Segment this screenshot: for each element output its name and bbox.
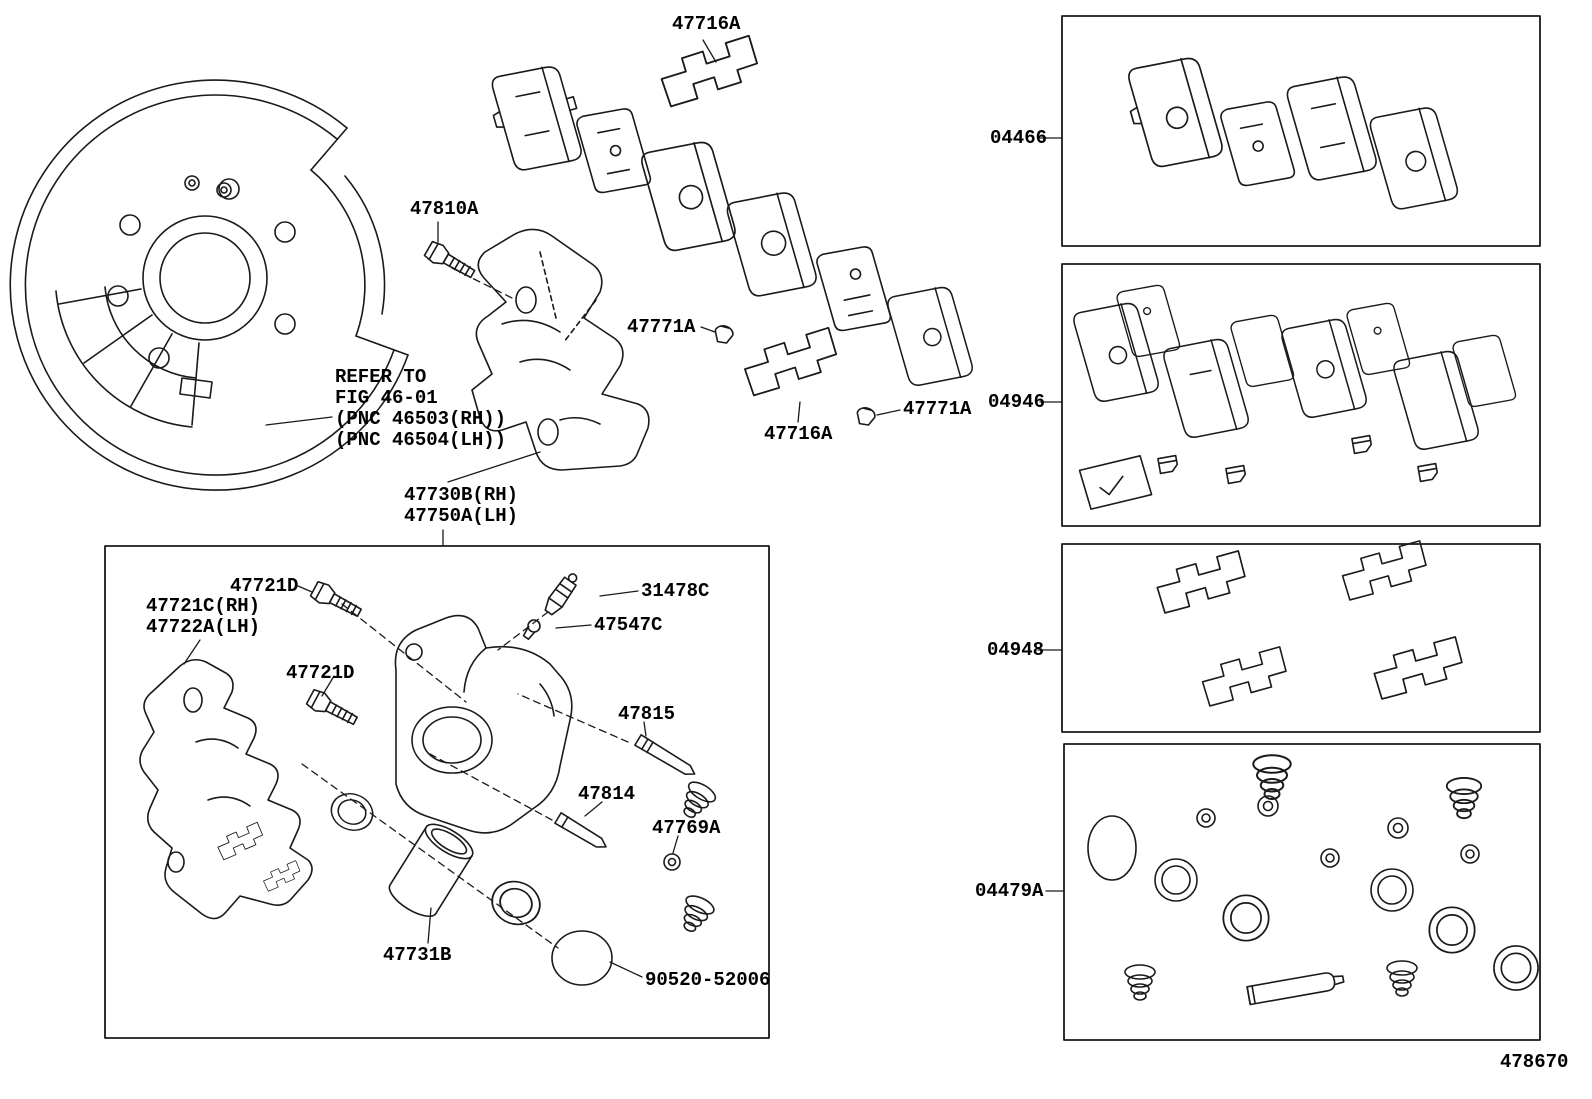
label-kit-pads: 04466 (990, 127, 1048, 149)
refer-note-line4: (PNC 46504(LH)) (335, 429, 507, 451)
label-anti-rattle-clip-left: 47771A (627, 316, 696, 338)
label-kit-cylinder-kit: 04479A (975, 880, 1044, 902)
label-slide-pin-lower: 47814 (578, 783, 636, 805)
refer-note-line3: (PNC 46503(RH)) (335, 408, 507, 430)
kit-box-04946 (1061, 263, 1541, 527)
label-kit-fitting-kit: 04948 (987, 639, 1045, 661)
pad-support-plate-top-drawing (655, 34, 764, 109)
bleeder-plug-drawing (544, 573, 578, 616)
label-caliper-assy-rh: 47730B(RH) (404, 484, 519, 506)
label-kit-pad-kit: 04946 (988, 391, 1046, 413)
piston-drawing (388, 823, 474, 917)
o-ring-drawing (551, 930, 613, 986)
caliper-body-drawing (394, 614, 573, 834)
leader-lines (183, 39, 1065, 978)
slide-pin-upper-drawing (634, 734, 696, 775)
cylinder-boot-drawing (485, 874, 547, 932)
kit-04948-drawing (1152, 539, 1467, 708)
brake-pads-row-drawing (489, 59, 976, 393)
pin-boot-lower-drawing (673, 891, 718, 938)
label-bleeder-cap: 47547C (594, 614, 663, 636)
bleeder-cap-drawing (522, 619, 541, 640)
kit-box-04466 (1061, 15, 1541, 247)
label-caliper-mount-bolt: 47810A (410, 198, 479, 220)
label-pad-support-plate-top: 47716A (672, 13, 741, 35)
piston-seal-drawing (325, 787, 379, 837)
refer-note: REFER TO FIG 46-01 (PNC 46503(RH)) (PNC … (335, 367, 506, 451)
label-mounting-bracket-lh: 47722A(LH) (146, 616, 261, 638)
kit-box-04479a (1063, 743, 1541, 1041)
kit-04479a-drawing (1087, 754, 1539, 1006)
label-bleeder-plug: 31478C (641, 580, 710, 602)
kit-box-04948 (1061, 543, 1541, 733)
label-anti-rattle-clip-right: 47771A (903, 398, 972, 420)
hidden-lines (301, 267, 629, 949)
label-ring: 90520-52006 (645, 969, 771, 991)
slide-pin-lower-drawing (554, 812, 607, 848)
pad-support-plate-bottom-drawing (739, 326, 842, 397)
label-pad-support-plate-bottom: 47716A (764, 423, 833, 445)
torque-plate-drawing (139, 658, 313, 920)
label-slide-bolt-lower: 47721D (286, 662, 355, 684)
refer-note-line1: REFER TO (335, 366, 427, 388)
dust-cover-drawing (9, 79, 409, 491)
label-slide-pin-upper: 47815 (618, 703, 676, 725)
label-pin-bushing: 47769A (652, 817, 721, 839)
label-slide-bolt-upper: 47721D (230, 575, 299, 597)
retainer-clip-left-drawing (714, 325, 734, 344)
kit-boxes (1061, 15, 1541, 1041)
kit-04466-drawing (1125, 50, 1461, 216)
retainer-clip-right-drawing (856, 407, 876, 426)
grease-tube-drawing (1246, 972, 1345, 1006)
kit-04946-drawing (1071, 279, 1518, 510)
label-piston: 47731B (383, 944, 452, 966)
caliper-assembly-box (104, 545, 770, 1039)
label-caliper-assy-lh: 47750A(LH) (404, 505, 519, 527)
figure-code: 478670 (1500, 1051, 1569, 1073)
refer-note-line2: FIG 46-01 (335, 387, 438, 409)
label-mounting-bracket-rh: 47721C(RH) (146, 595, 261, 617)
caliper-bracket-drawing (471, 228, 650, 471)
pin-bushing-drawing (663, 853, 681, 871)
slide-bolt-lower-drawing (304, 687, 361, 731)
